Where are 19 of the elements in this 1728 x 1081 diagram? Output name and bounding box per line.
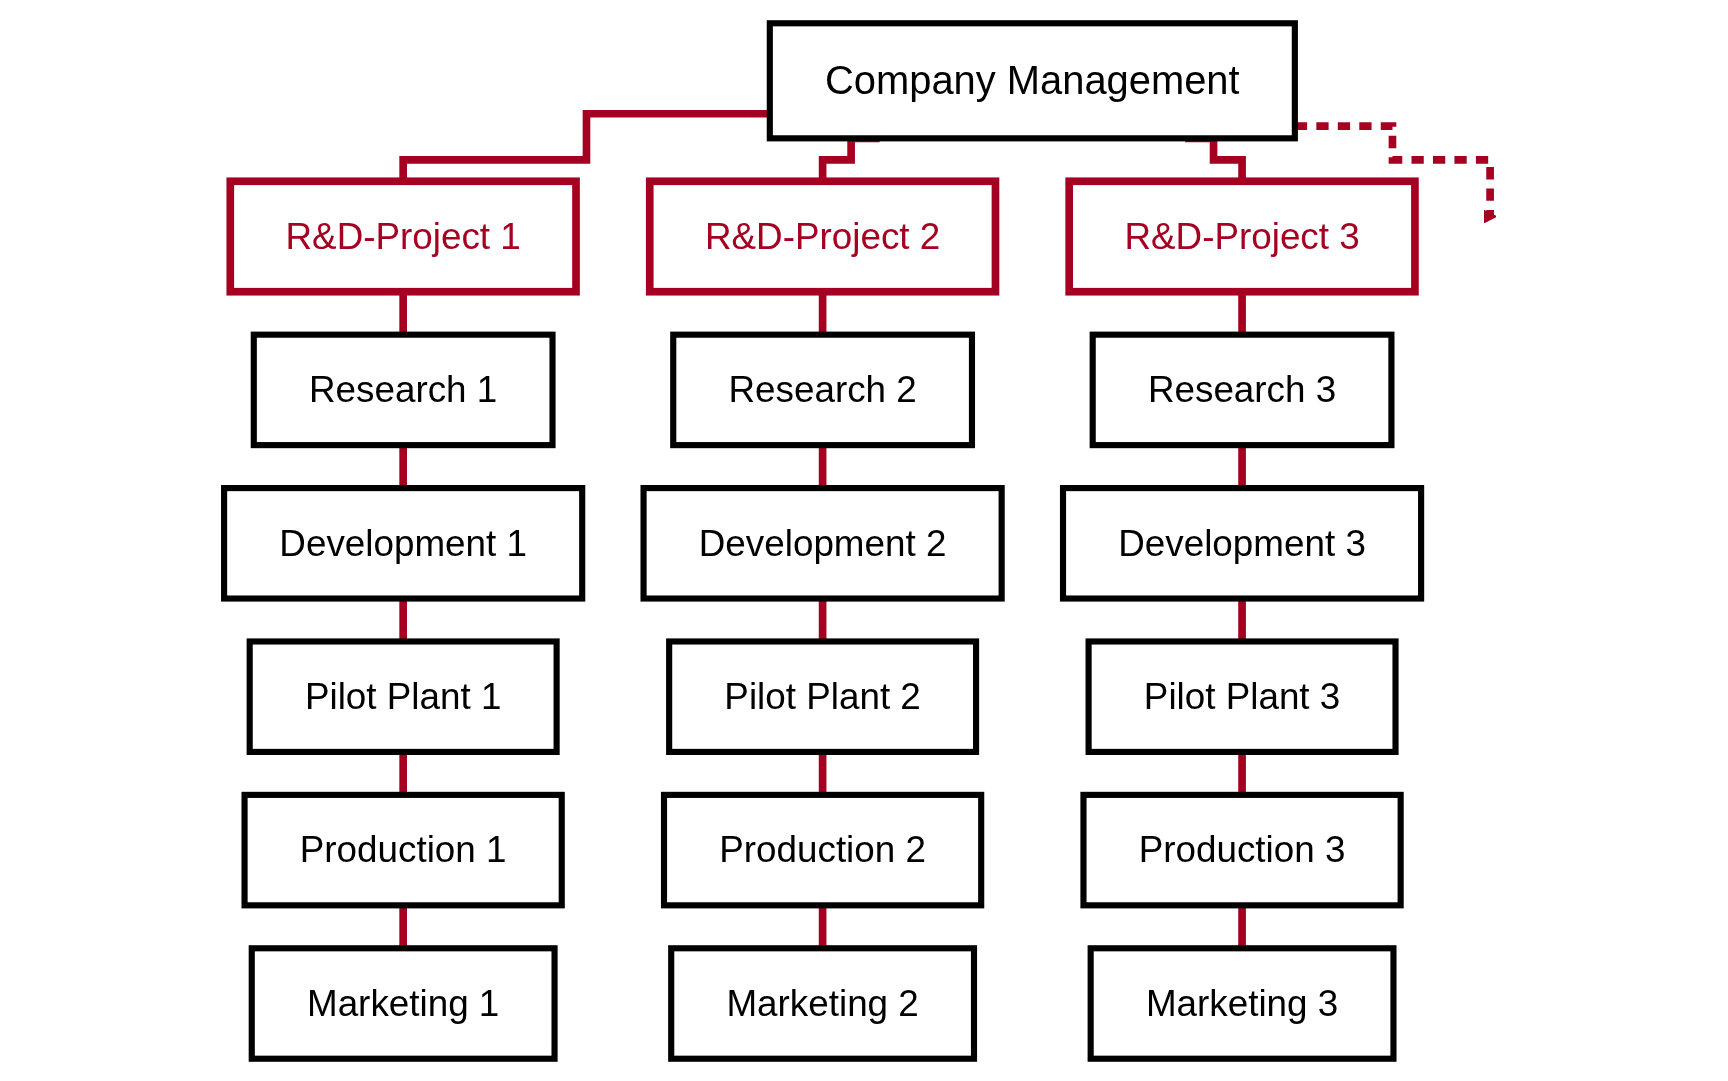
unit-name: Marketing 2 xyxy=(726,980,919,1026)
unit-name: R&D-Project 2 xyxy=(704,213,941,259)
unit-name: Research 2 xyxy=(728,366,917,412)
unit-name: Development 2 xyxy=(698,520,947,566)
unit-name: Production 2 xyxy=(719,827,926,872)
unit-name: Research 3 xyxy=(1147,366,1337,412)
unit-name: Pilot Plant 2 xyxy=(724,673,921,719)
unit-name: Development 3 xyxy=(1118,520,1366,566)
unit-name: Marketing 3 xyxy=(1145,980,1339,1026)
unit-name: Company Management xyxy=(825,55,1240,105)
unit-name: Development 1 xyxy=(279,520,527,566)
unit-name: Research 1 xyxy=(309,366,498,412)
unit-name: Pilot Plant 3 xyxy=(1143,673,1341,719)
unit-name: Production 3 xyxy=(1138,827,1346,872)
unit-name: Marketing 1 xyxy=(307,980,500,1026)
unit-name: Production 1 xyxy=(299,827,507,872)
unit-name: R&D-Project 1 xyxy=(285,213,521,259)
unit-name: R&D-Project 3 xyxy=(1124,213,1360,259)
unit-name: Pilot Plant 1 xyxy=(304,673,502,719)
